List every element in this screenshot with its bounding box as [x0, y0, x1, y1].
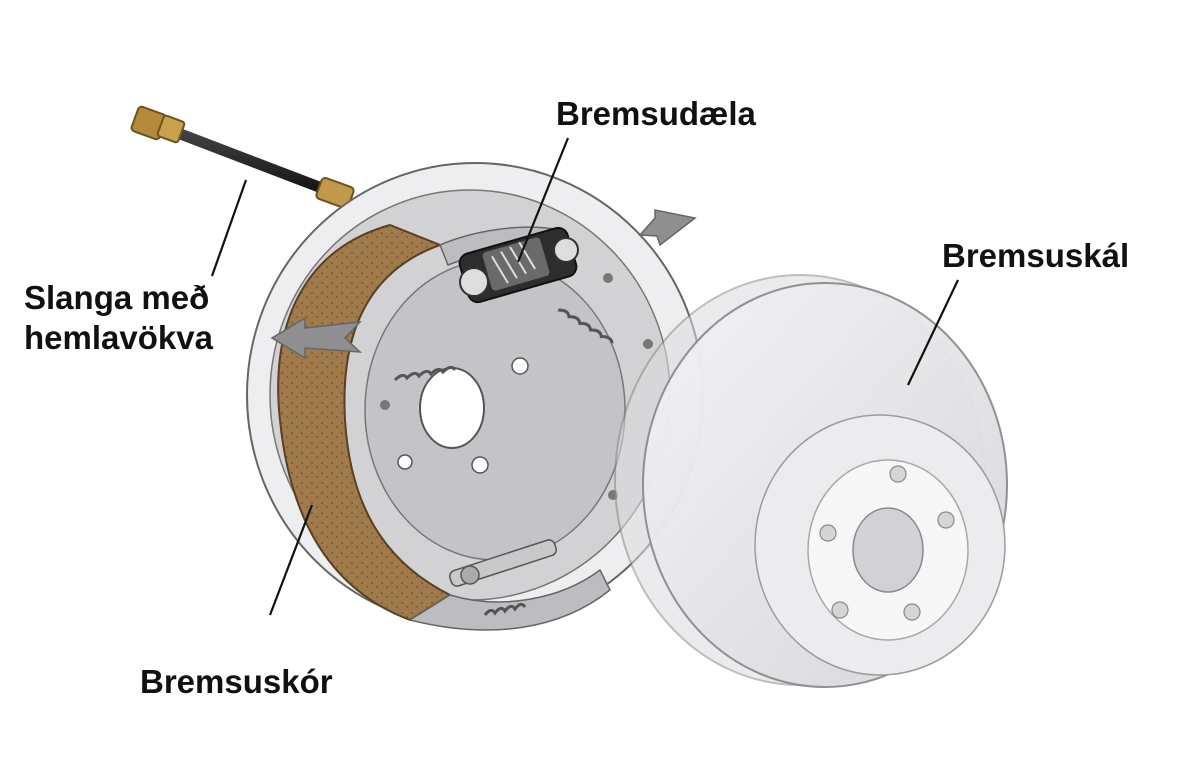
label-brake-cylinder: Bremsudæla — [556, 95, 756, 132]
label-brake-drum: Bremsuskál — [942, 237, 1130, 274]
label-brake-hose: Slanga með hemlavökva — [24, 278, 213, 358]
leader-brake-shoe — [268, 504, 314, 616]
shoe-motion-arrows — [270, 209, 697, 360]
label-brake-shoe: Bremsuskór — [140, 663, 333, 700]
wheel-cylinder — [458, 226, 579, 304]
brake-drum — [614, 274, 1008, 688]
leader-brake-drum — [907, 279, 959, 386]
leader-lines — [210, 137, 959, 616]
leader-brake-hose — [210, 179, 248, 277]
label-brake-hose-line2: hemlavökva — [24, 319, 213, 356]
label-brake-hose-line1: Slanga með — [24, 279, 210, 316]
adjuster — [449, 539, 557, 587]
return-springs — [393, 308, 614, 616]
leader-brake-cylinder — [516, 137, 570, 263]
brake-hose — [130, 105, 355, 210]
